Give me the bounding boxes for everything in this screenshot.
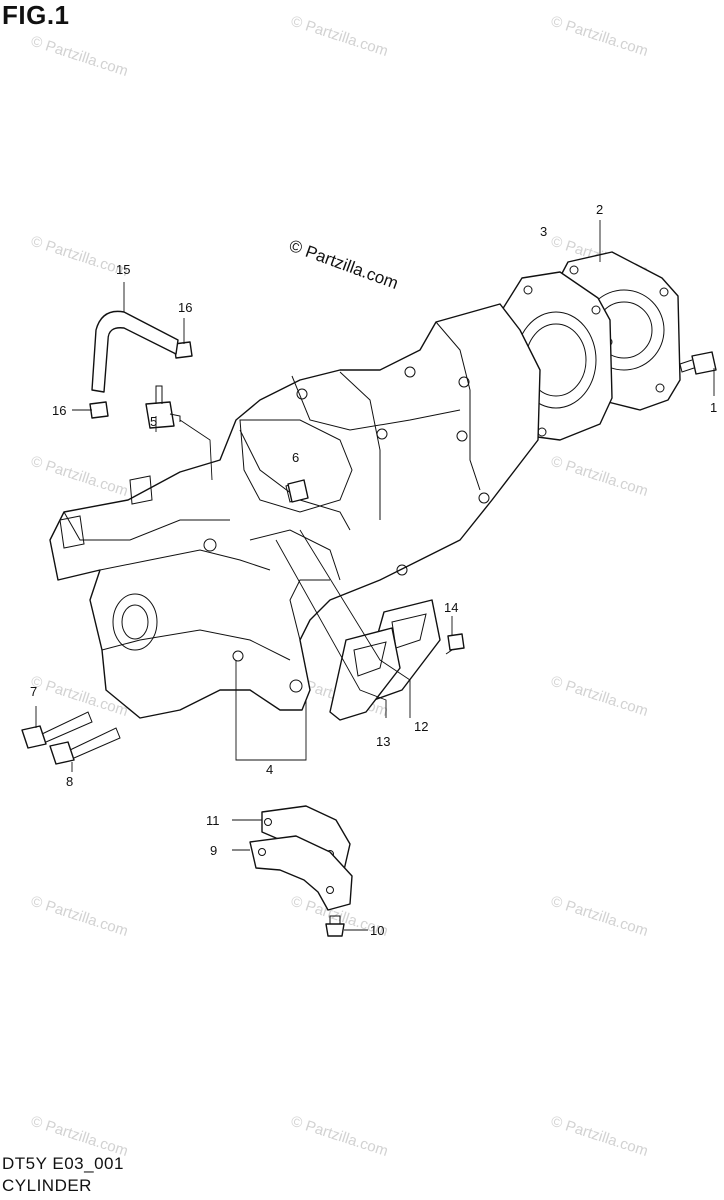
bolt-part-8: [49, 741, 75, 765]
watermark-text: © Partzilla.com: [549, 1113, 650, 1160]
hose-part-15: [91, 310, 179, 393]
callout-16-lower: 16: [52, 403, 66, 418]
callout-3: 3: [540, 224, 547, 239]
callout-16-upper: 16: [178, 300, 192, 315]
callout-13: 13: [376, 734, 390, 749]
cylinder-block-part-4: [49, 303, 541, 719]
reed-plate-part-13: [329, 627, 401, 721]
watermark-text: © Partzilla.com: [29, 233, 130, 280]
callout-6: 6: [292, 450, 299, 465]
watermark-text: © Partzilla.com: [29, 33, 130, 80]
watermark-text: © Partzilla.com: [289, 1113, 390, 1160]
screw-part-10: [325, 923, 345, 937]
callout-8: 8: [66, 774, 73, 789]
reed-valve-assembly: [329, 599, 441, 721]
plate-assembly: [249, 805, 353, 911]
leader-lines: [35, 220, 715, 931]
callout-15: 15: [116, 262, 130, 277]
callout-9: 9: [210, 843, 217, 858]
bolt-part-14: [447, 633, 465, 651]
callout-2: 2: [596, 202, 603, 217]
callout-labels: 1 2 3 4 5 6 7 8 9 10 11 12 13 14 15 16 1…: [30, 202, 717, 938]
fasteners: [21, 310, 717, 937]
callout-11: 11: [206, 813, 220, 828]
callout-4: 4: [266, 762, 273, 777]
callout-1: 1: [710, 400, 717, 415]
callout-12: 12: [414, 719, 428, 734]
watermark-text: © Partzilla.com: [549, 453, 650, 500]
callout-10: 10: [370, 923, 384, 938]
watermark-text: © Partzilla.com: [549, 673, 650, 720]
watermark-text: © Partzilla.com: [29, 1113, 130, 1160]
clamp-part-16: [89, 401, 109, 419]
watermark-main: © Partzilla.com: [287, 236, 401, 293]
callout-7: 7: [30, 684, 37, 699]
figure-name: CYLINDER: [2, 1176, 92, 1195]
watermark-text: © Partzilla.com: [29, 893, 130, 940]
plug-part-6: [287, 479, 309, 503]
watermark-text: © Partzilla.com: [549, 893, 650, 940]
figure-code: DT5Y E03_001: [2, 1154, 124, 1173]
watermark-text: © Partzilla.com: [549, 13, 650, 60]
watermark-text: © Partzilla.com: [289, 13, 390, 60]
bolt-part-7: [21, 725, 47, 749]
watermark-text: © Partzilla.com: [29, 453, 130, 500]
figure-title: FIG.1: [2, 0, 70, 30]
callout-14: 14: [444, 600, 458, 615]
callout-5: 5: [150, 414, 157, 429]
bolt-part-1: [691, 351, 717, 375]
